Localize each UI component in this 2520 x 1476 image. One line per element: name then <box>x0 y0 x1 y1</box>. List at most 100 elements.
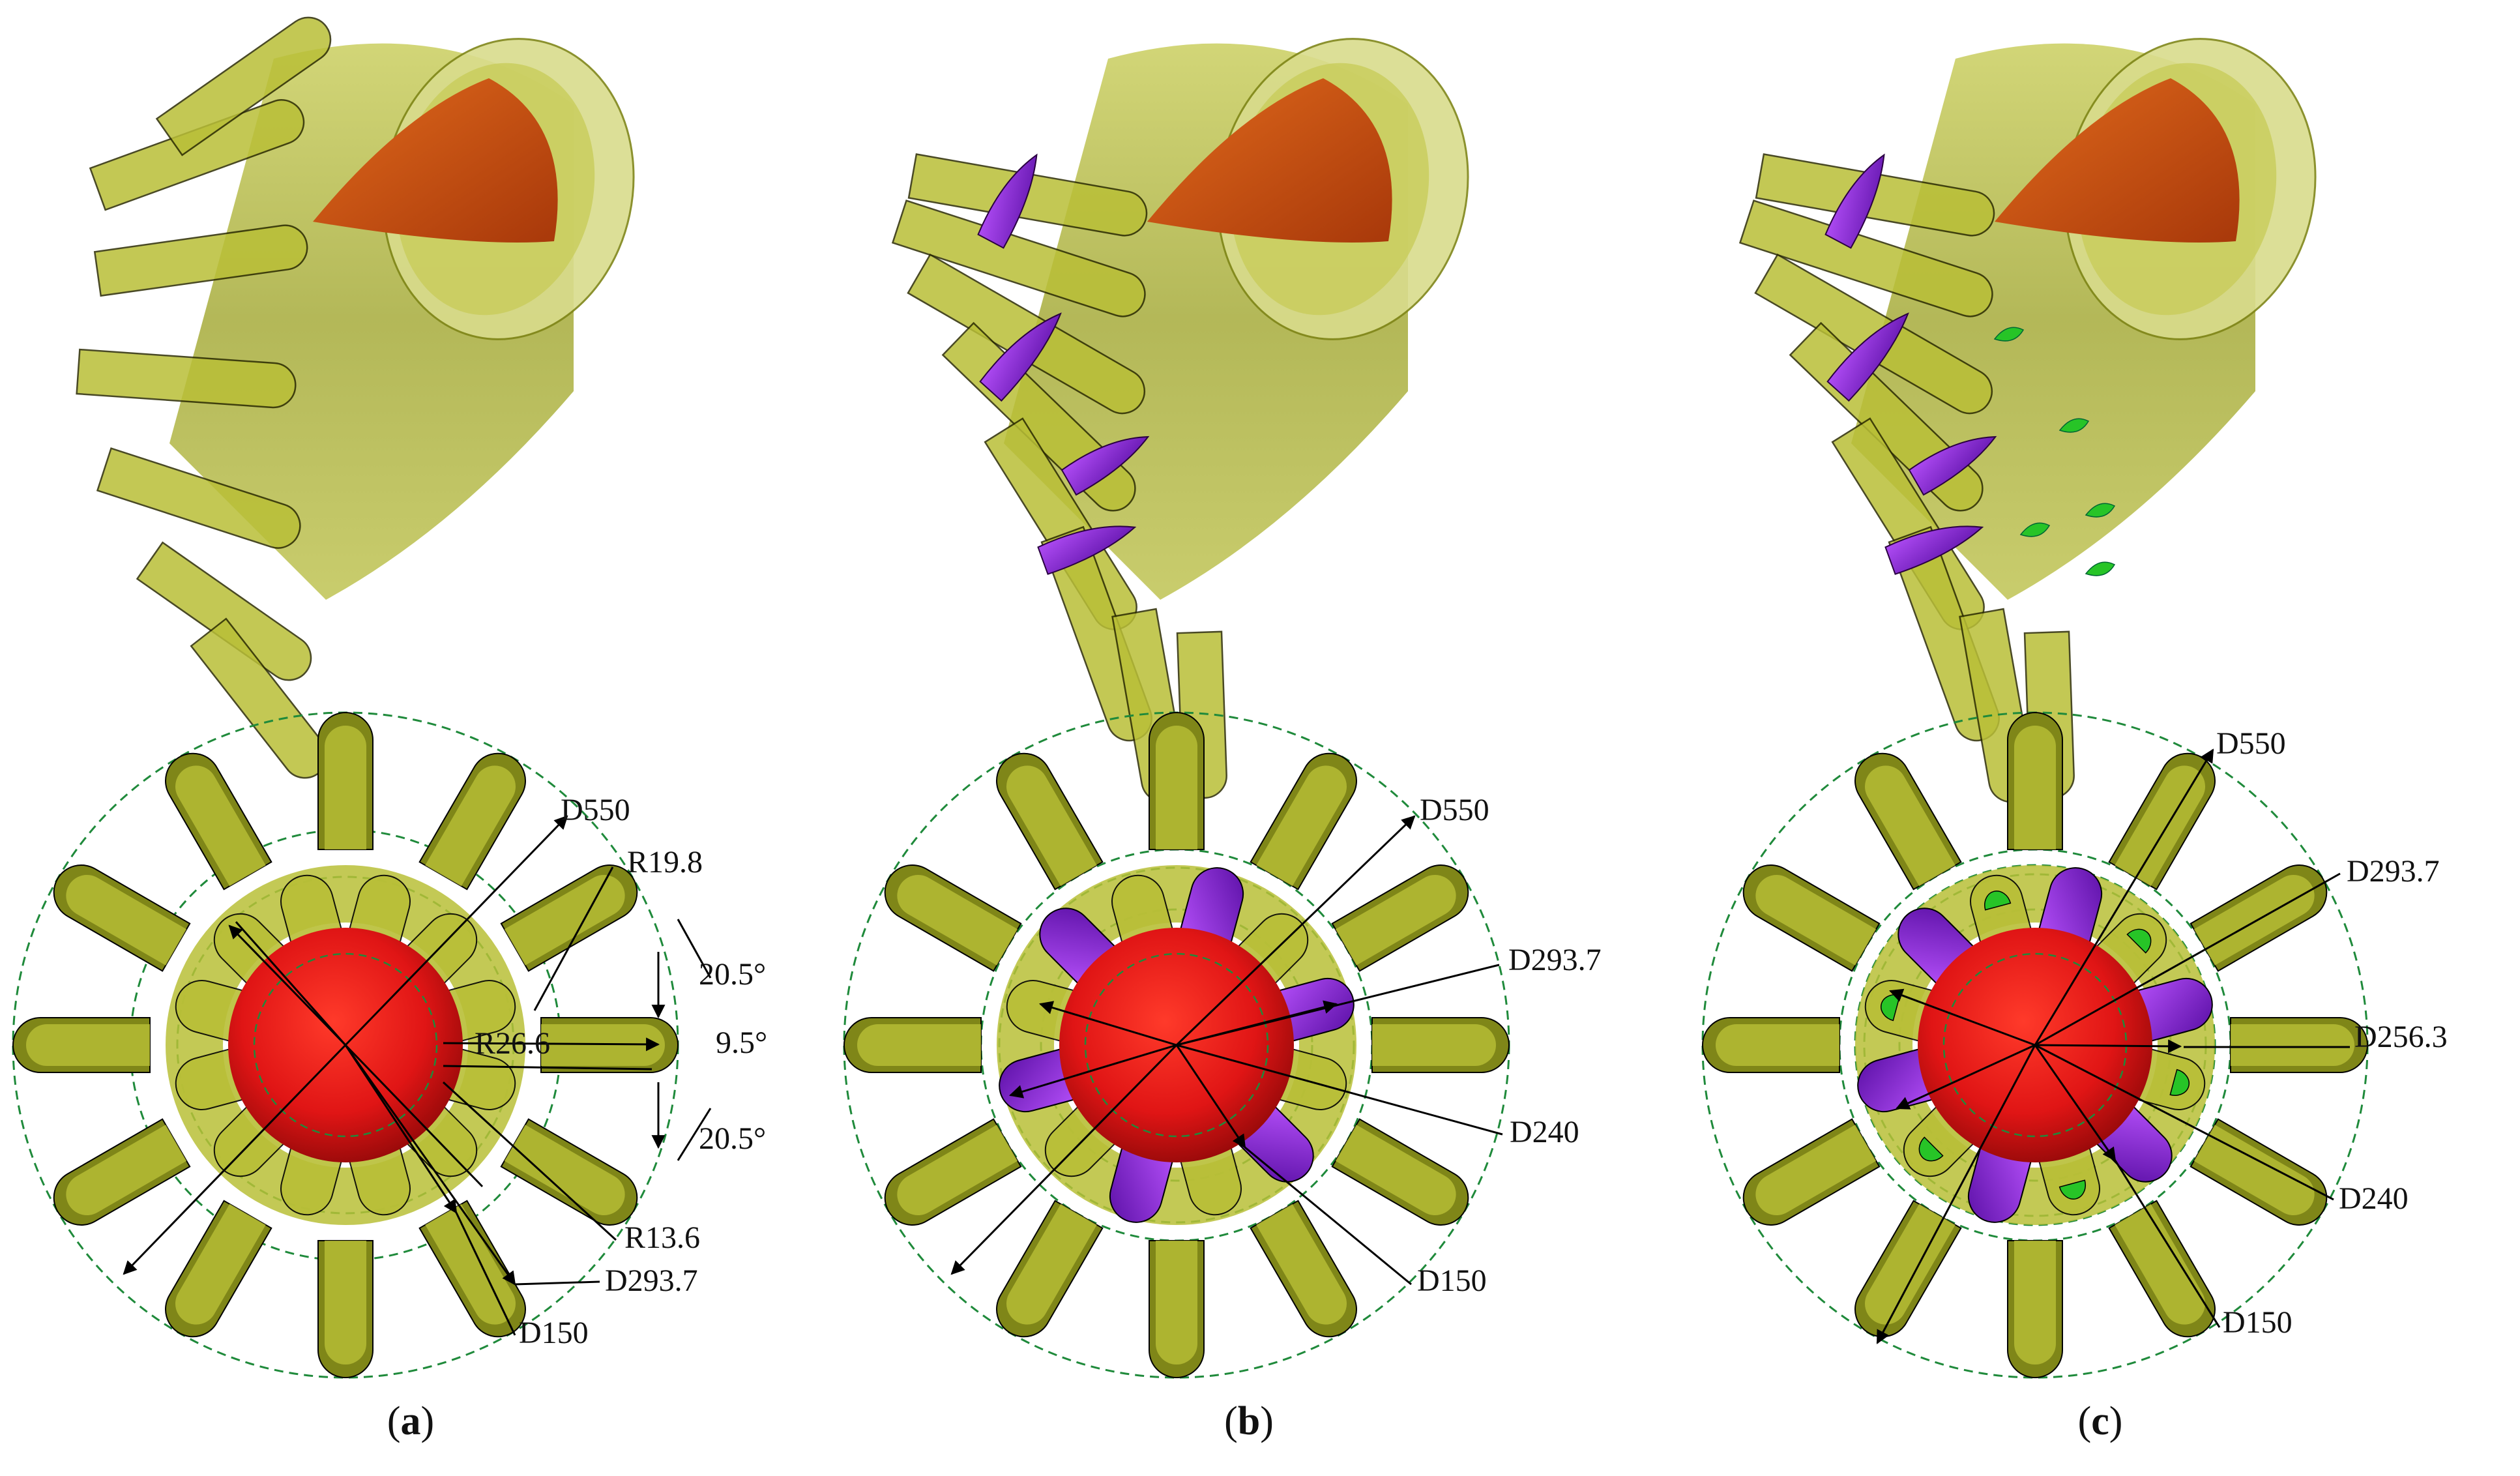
label-c-d256-3: D256.3 <box>2354 1020 2448 1054</box>
vane-tab <box>2038 867 2103 946</box>
lobe-face <box>26 1024 150 1066</box>
lobe-face <box>2014 1241 2056 1365</box>
lobe <box>996 1200 1104 1338</box>
center-cone <box>1147 78 1392 243</box>
vane-tab-face <box>2038 867 2103 946</box>
lobe-ring <box>166 865 525 1225</box>
lobe <box>884 1118 1022 1226</box>
lobe-finger <box>1738 199 1993 317</box>
lobe <box>418 1200 526 1338</box>
isometric-view-c <box>1738 38 2317 803</box>
front-view-c <box>1701 711 2369 1379</box>
lobe-face <box>425 765 516 887</box>
leader-line <box>1889 988 2036 1046</box>
lobe <box>843 1017 982 1073</box>
lobe-face <box>1156 726 1197 849</box>
mini-tab <box>2058 418 2090 433</box>
label-b-d293-7: D293.7 <box>1508 943 1602 977</box>
lobe <box>1149 712 1205 850</box>
leader-line <box>2034 748 2214 1046</box>
lobe-finger-face <box>1738 199 1993 317</box>
lobe-face <box>897 1125 1018 1215</box>
label-c-d293-7: D293.7 <box>2347 854 2440 889</box>
lobe <box>500 1118 638 1226</box>
leader-line <box>677 919 712 979</box>
leader-line <box>533 866 614 1011</box>
lobe-finger-face <box>891 199 1146 317</box>
lobe-finger <box>96 447 301 549</box>
leader-line <box>344 1044 484 1188</box>
lobe-finger <box>93 224 308 297</box>
lobe-finger-face <box>76 348 297 409</box>
lobe <box>12 1017 151 1073</box>
vane-tab-face <box>1967 1144 2032 1223</box>
vane-tab-face <box>1061 435 1150 496</box>
lobe <box>1854 1200 1962 1338</box>
leader-line <box>123 1044 347 1275</box>
center-cone <box>1995 78 2240 243</box>
lobe-face <box>2231 1024 2354 1066</box>
lobe-ring <box>997 865 1356 1225</box>
mini-tab <box>2126 928 2152 954</box>
lobe-face <box>1372 1024 1496 1066</box>
lobe-face <box>175 765 266 887</box>
vane-tab <box>1824 153 1885 249</box>
label-a-angle-lower: 20.5° <box>699 1121 766 1156</box>
lobe <box>2230 1017 2368 1073</box>
lobe-face <box>1865 1203 1956 1325</box>
label-b-d240: D240 <box>1510 1115 1579 1149</box>
lobe-finger <box>891 199 1146 317</box>
vane-tab-face <box>1884 525 1984 575</box>
hub-dashed <box>253 952 438 1138</box>
leader-line <box>2114 1160 2221 1328</box>
leader-line <box>2034 1044 2117 1162</box>
lobe <box>1702 1017 1840 1073</box>
lobe-face <box>1006 1203 1097 1325</box>
leader-line <box>228 924 347 1046</box>
leader-line <box>2034 1039 2182 1054</box>
lobe-face <box>2193 1125 2315 1215</box>
lobe-face <box>1335 875 1456 966</box>
caption-b: (b) <box>1224 1399 1274 1443</box>
lobe-face <box>1755 1125 1877 1215</box>
leader-line <box>1176 1000 1338 1046</box>
lobe-face <box>504 875 625 966</box>
lobe <box>1250 1200 1357 1338</box>
vane-tab <box>1908 435 1997 496</box>
vane-tab <box>1884 525 1984 575</box>
lobe-face <box>1716 1024 1839 1066</box>
leader-line <box>677 1108 712 1161</box>
isometric-view-b <box>891 38 1469 803</box>
lobe-face <box>325 726 366 849</box>
lobe <box>1371 1017 1510 1073</box>
lobe-face <box>66 1125 187 1215</box>
leader-line <box>2034 872 2341 1046</box>
lobe-face <box>2115 1203 2205 1325</box>
mini-tab <box>2019 522 2051 537</box>
label-a-angle-upper: 20.5° <box>699 957 766 992</box>
lobe-face <box>1006 765 1097 887</box>
mini-tab <box>2058 1179 2086 1200</box>
lobe-face <box>2193 875 2315 966</box>
mini-tab-face <box>2169 1069 2190 1096</box>
mini-tab-face <box>2058 1179 2086 1200</box>
mini-tab-face <box>1918 1136 1944 1162</box>
mini-tab <box>2085 503 2116 518</box>
caption-c: (c) <box>2078 1399 2123 1443</box>
vane-tab-face <box>979 312 1062 402</box>
lobe-face <box>857 1024 981 1066</box>
lobe-face <box>1256 1203 1347 1325</box>
leader-line <box>1876 1044 2036 1344</box>
lobe-finger-face <box>136 541 312 681</box>
leader-line <box>514 1280 600 1286</box>
vane-tab-face <box>1037 525 1137 575</box>
lobe-face <box>2014 726 2056 849</box>
lobe-face <box>1156 1241 1197 1365</box>
vane-tab-face <box>1857 1048 1936 1113</box>
lobe-finger <box>76 348 297 409</box>
lobe-face <box>1865 765 1956 887</box>
lobe-face <box>66 875 187 966</box>
vane-tab <box>1179 867 1244 946</box>
vane-tab-face <box>1826 312 1909 402</box>
